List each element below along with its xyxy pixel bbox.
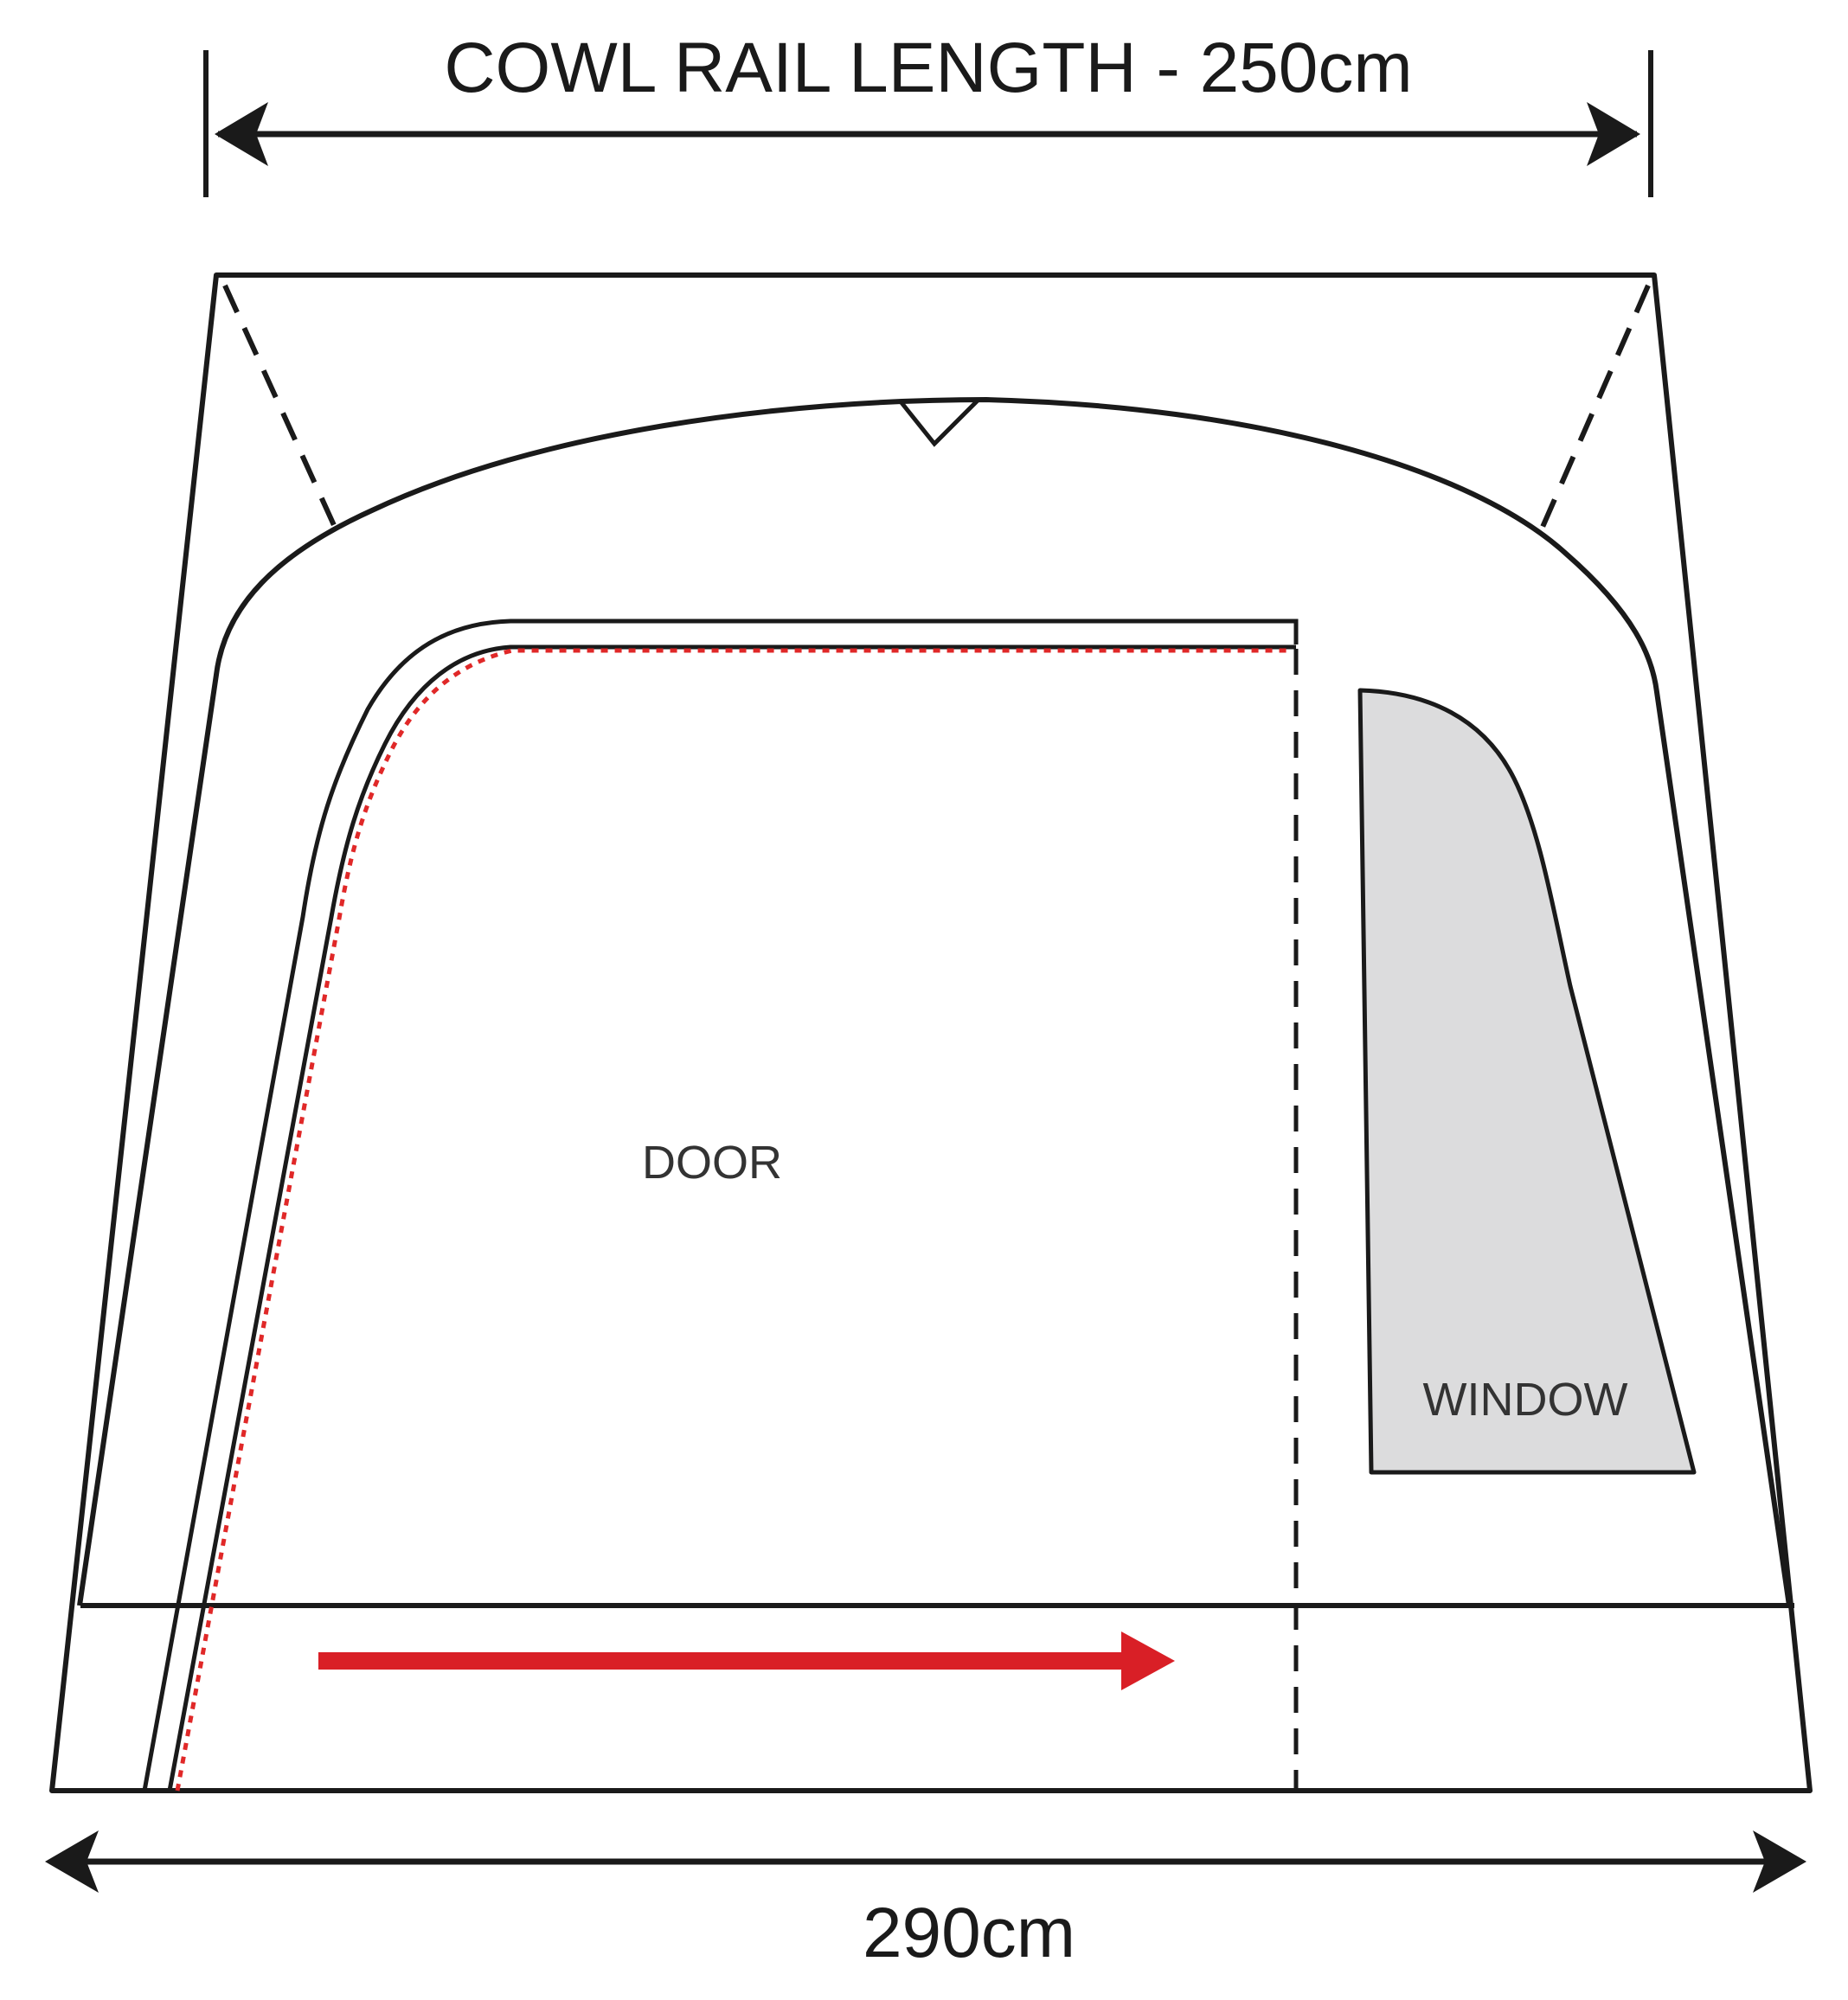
awning-body <box>49 272 1813 1793</box>
corner-guy-lines <box>222 284 1651 535</box>
width-arrowhead-right <box>1753 1830 1806 1893</box>
door-frame-inner <box>167 644 1296 1792</box>
roof-vent <box>898 399 979 447</box>
width-dimension: 290cm <box>45 1830 1806 1972</box>
awning-outline <box>49 272 1813 1793</box>
width-label: 290cm <box>863 1894 1075 1972</box>
door-zip <box>175 648 1291 1792</box>
cowl-rail-dimension: COWL RAIL LENGTH - 250cm <box>203 29 1653 197</box>
guy-line-left <box>222 284 340 535</box>
width-arrowhead-left <box>45 1830 99 1893</box>
cowl-rail-label: COWL RAIL LENGTH - 250cm <box>444 29 1412 107</box>
window-panel <box>1357 688 1697 1475</box>
door-open-direction-arrow <box>318 1631 1175 1690</box>
door-frame <box>142 619 1299 1792</box>
window-label: WINDOW <box>1423 1374 1628 1426</box>
door-label: DOOR <box>642 1137 782 1189</box>
guy-line-right <box>1537 284 1651 535</box>
cowl-rail-arrowhead-right <box>1587 102 1640 166</box>
red-arrow-head <box>1121 1631 1175 1690</box>
door-frame-outer <box>142 619 1299 1792</box>
inner-arch <box>77 397 1792 1606</box>
cowl-rail-arrowhead-left <box>215 102 268 166</box>
